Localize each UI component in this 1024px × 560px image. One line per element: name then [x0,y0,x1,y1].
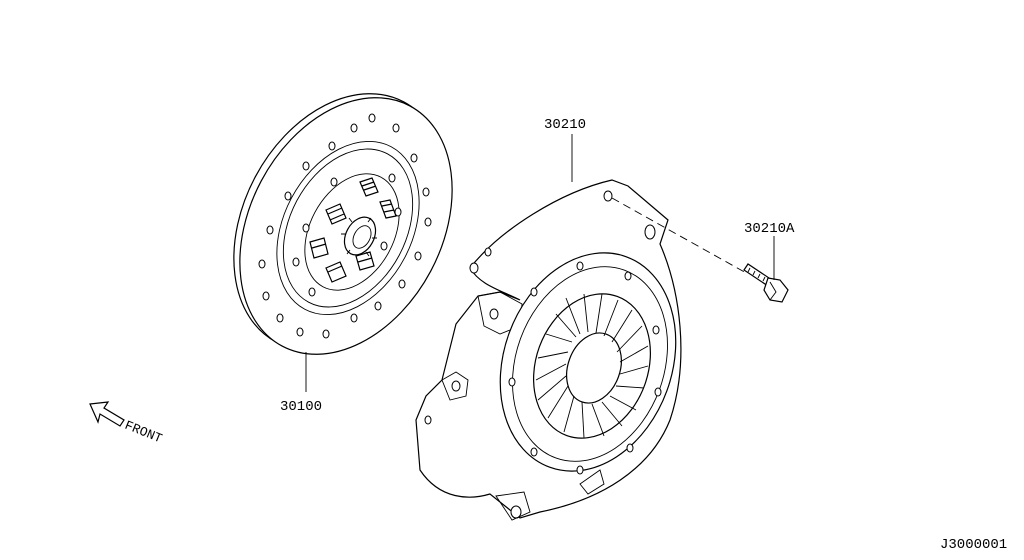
diaphragm-fingers [535,293,649,439]
damper-spring [325,203,347,225]
damper-spring [355,251,375,271]
front-direction-label: FRONT [123,418,165,447]
clutch-cover [415,179,682,521]
front-arrow-icon [89,401,125,427]
part-number-30210: 30210 [544,117,586,133]
disc-rivet-holes [258,113,432,339]
damper-spring [379,199,397,219]
damper-spring [359,177,379,197]
part-number-30210A: 30210A [744,221,795,237]
part-number-30100: 30100 [280,399,322,415]
diagram-id: J3000001 [940,537,1007,553]
cover-rivets [508,261,662,475]
damper-spring [309,237,329,259]
cover-bolt [743,263,789,303]
clutch-disc [233,93,453,355]
damper-spring [325,261,347,283]
